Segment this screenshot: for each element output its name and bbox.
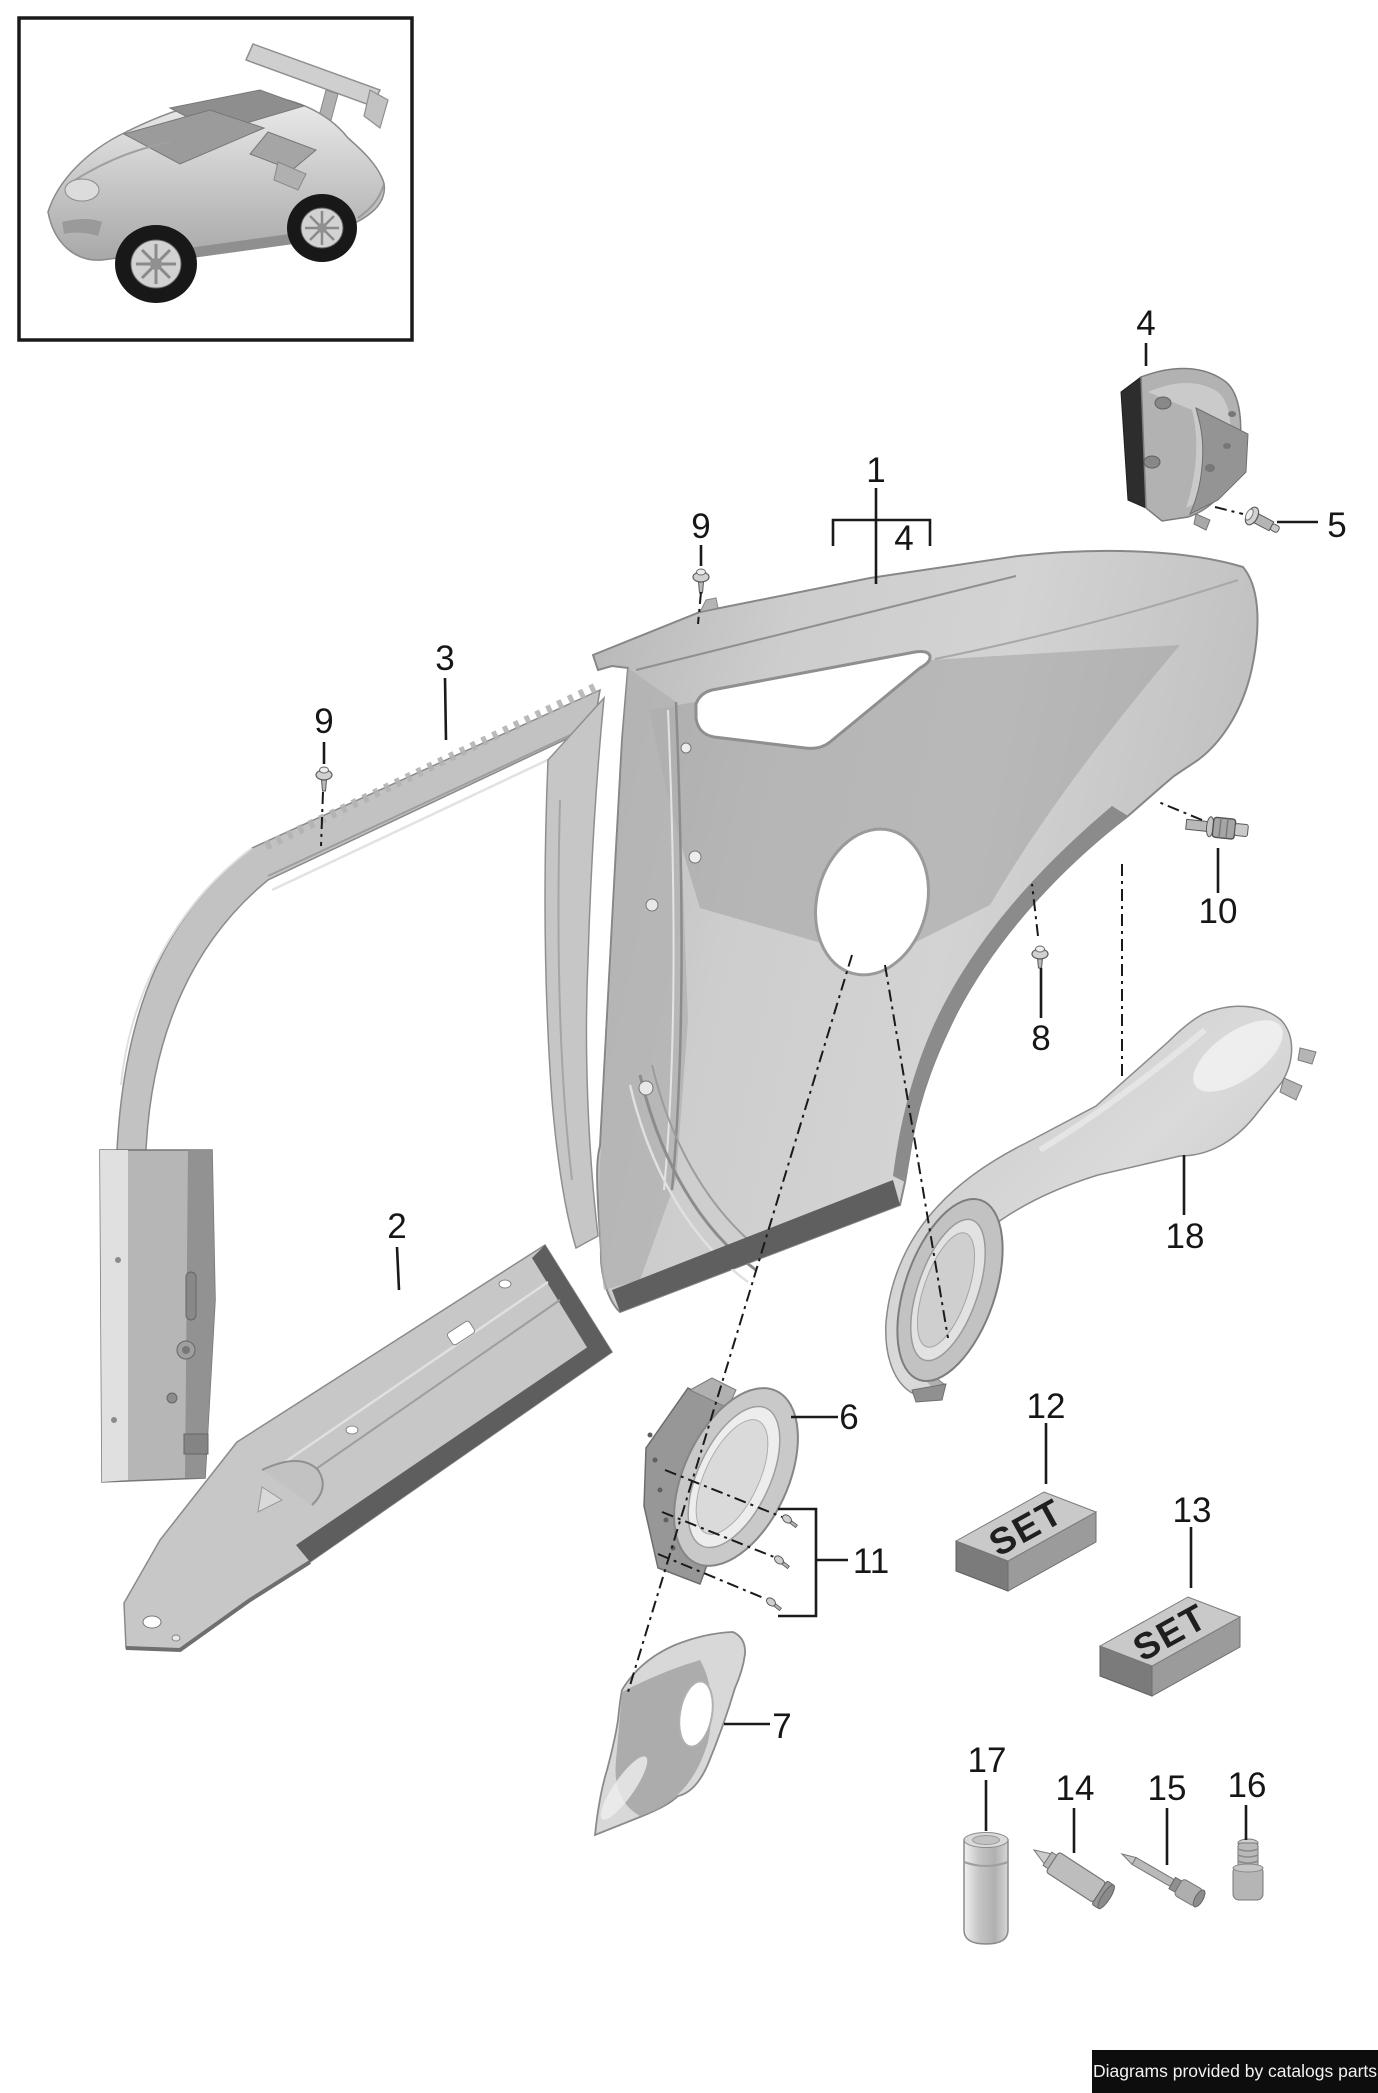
hinge-pillar [99, 1149, 216, 1483]
callout-14: 14 [1056, 1769, 1095, 1808]
callout-8: 8 [1031, 1019, 1050, 1058]
car-thumbnail-box [17, 16, 414, 342]
screw-8 [1031, 945, 1049, 969]
scoop-opening [678, 1680, 714, 1748]
callout-18: 18 [1166, 1217, 1205, 1256]
car-front-wheel [115, 225, 197, 303]
part-12-set-box: SET [954, 1491, 1098, 1592]
callout-9-center: 9 [691, 507, 710, 546]
drip-rail-line [635, 575, 1017, 671]
roof-strip-tab [699, 597, 719, 613]
car-windshield [122, 109, 266, 165]
align-line-oval-to-scoop [627, 954, 853, 1693]
screw-9-center [692, 568, 710, 594]
callout-1: 1 [866, 451, 885, 490]
bracket-11 [778, 1507, 818, 1618]
callout-4: 4 [1136, 304, 1155, 343]
part-6-vent-duct [643, 1377, 799, 1585]
fasteners [315, 506, 1280, 1612]
quarter-window-opening [694, 650, 932, 750]
car-rear-wheel [287, 194, 357, 262]
part-18-quarter-panel-inner [885, 1005, 1317, 1403]
callout-11: 11 [853, 1542, 889, 1581]
part-2-rocker-sill [123, 1243, 614, 1653]
callout-15: 15 [1148, 1769, 1187, 1808]
footer-credit-text: Diagrams provided by catalogs parts [1092, 2061, 1378, 2081]
callout-6: 6 [839, 1398, 858, 1437]
callout-2: 2 [387, 1207, 406, 1246]
callout-13: 13 [1173, 1491, 1212, 1530]
part-4-retaining-bracket [1120, 367, 1249, 531]
screw-11-b [774, 1555, 790, 1570]
screw-11-a [782, 1514, 798, 1529]
part-14-sealant-cartridge [1032, 1849, 1115, 1910]
callout-4-sub: 4 [894, 519, 913, 558]
part-1-side-panel [591, 549, 1259, 1314]
alignment-lines [320, 506, 1244, 1693]
screw-11-c [766, 1597, 782, 1612]
leader-lines [322, 343, 1318, 1865]
callout-5: 5 [1327, 506, 1346, 545]
vent-oval-opening [814, 827, 930, 977]
car-overview-illustration [47, 43, 389, 303]
part-3-windshield-frame-rail [116, 681, 601, 1151]
frame-b-pillar-sliver [544, 695, 605, 1250]
part-15-applicator [1120, 1853, 1206, 1908]
car-headlight [64, 178, 100, 202]
callout-labels: 1 4 4 5 9 9 3 2 8 10 18 6 11 12 13 7 17 … [314, 304, 1346, 1808]
part-7-air-scoop [593, 1631, 746, 1837]
footer-credit: Diagrams provided by catalogs parts [1092, 2050, 1378, 2093]
callout-17: 17 [968, 1741, 1007, 1780]
panel-bottom-edge [612, 1180, 900, 1312]
b-pillar-face [599, 668, 688, 1290]
part-13-set-box: SET [1098, 1596, 1242, 1697]
screw-5 [1244, 506, 1280, 533]
callout-7: 7 [772, 1707, 791, 1746]
part-17-spray-can [963, 1832, 1009, 1945]
callout-12: 12 [1027, 1387, 1066, 1426]
callout-9-left: 9 [314, 702, 333, 741]
part-16-adhesive-bottle [1232, 1838, 1264, 1901]
callout-10: 10 [1199, 892, 1238, 931]
callout-3: 3 [435, 639, 454, 678]
callout-16: 16 [1228, 1766, 1267, 1805]
bracket-1-4 [831, 518, 932, 546]
screw-9-left [315, 766, 333, 792]
bolt-10 [1185, 816, 1249, 840]
